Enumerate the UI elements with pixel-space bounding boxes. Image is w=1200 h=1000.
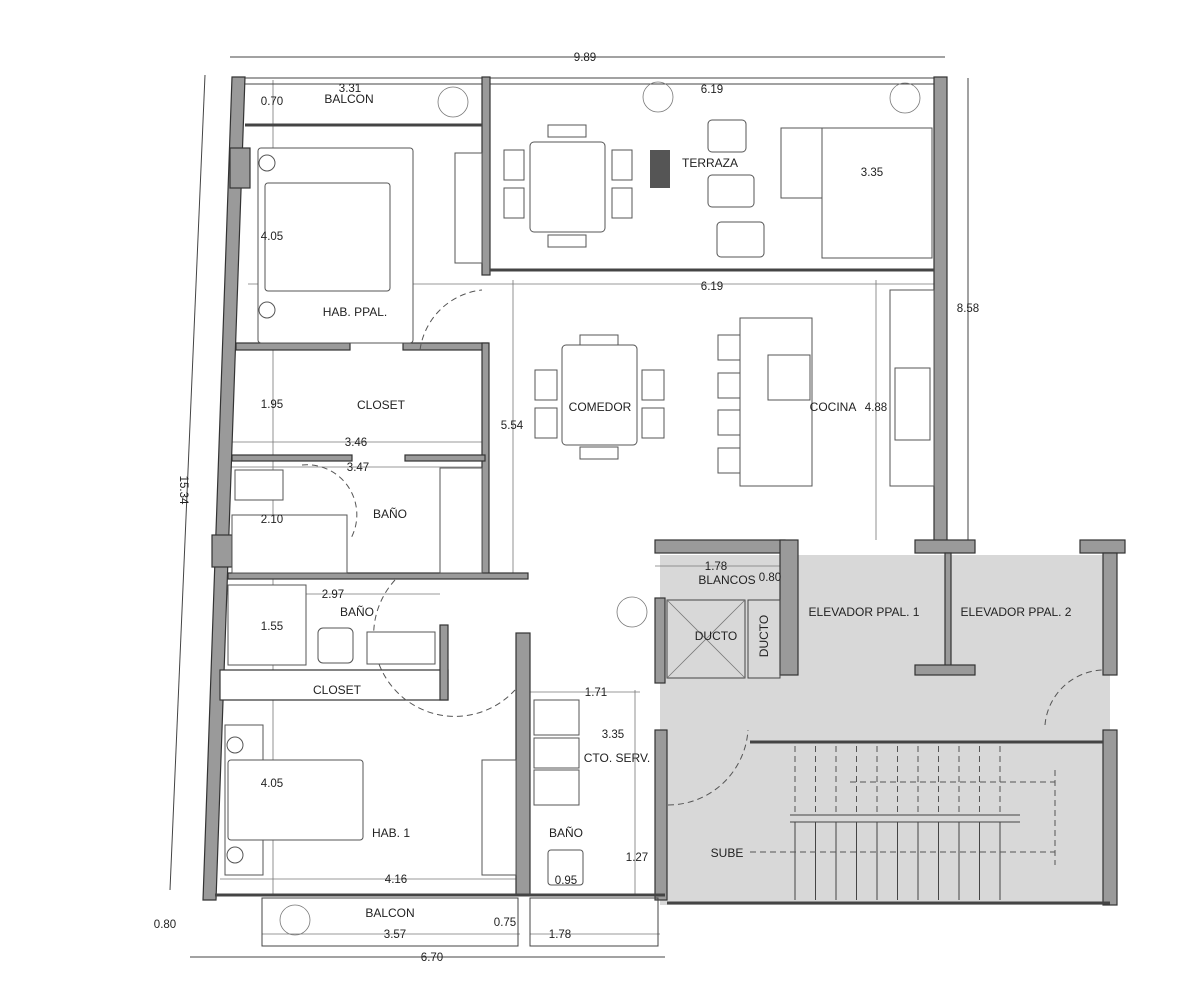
room-label: COMEDOR (569, 400, 632, 414)
dimension-label: 4.05 (261, 778, 283, 790)
room-label: BLANCOS (698, 573, 755, 587)
dimension-label: 3.35 (861, 167, 883, 179)
dimension-label: 1.55 (261, 621, 283, 633)
dimension-label: 1.78 (705, 561, 727, 573)
room-label: BAÑO (373, 507, 407, 521)
room-label: DUCTO (695, 629, 737, 643)
dimension-label: 4.88 (865, 402, 887, 414)
dimension-label: 1.95 (261, 399, 283, 411)
door-swings (301, 289, 1104, 806)
dimension-label: 3.35 (602, 729, 624, 741)
room-label: CLOSET (357, 398, 406, 412)
walls (202, 76, 1126, 947)
dimension-label: 1.27 (626, 852, 648, 864)
room-label: TERRAZA (682, 156, 738, 170)
dimension-label: 2.10 (261, 514, 283, 526)
dimension-label: 6.19 (701, 281, 723, 293)
dimension-label: 3.31 (339, 83, 361, 95)
room-label: CTO. SERV. (584, 751, 650, 765)
dimension-label: 8.58 (957, 303, 979, 315)
dimension-label: 2.97 (322, 589, 344, 601)
sofa (821, 127, 933, 259)
dimension-label: 5.54 (501, 420, 524, 432)
dimension-label: 0.75 (494, 917, 516, 929)
room-label: CLOSET (313, 683, 362, 697)
dimension-label: 1.78 (549, 929, 571, 941)
toilet (234, 469, 284, 501)
room-label: HAB. 1 (372, 826, 410, 840)
dimension-label: 6.70 (421, 952, 443, 964)
dimension-label: 3.47 (347, 462, 369, 474)
room-label: COCINA (810, 400, 857, 414)
dimension-label: 6.19 (701, 84, 723, 96)
right-exterior-wall (933, 76, 948, 551)
dimension-label: 0.80 (154, 919, 176, 931)
room-label: BALCON (365, 906, 414, 920)
dimension-label: 0.70 (261, 96, 283, 108)
room-label: SUBE (711, 846, 744, 860)
room-label: ELEVADOR PPAL. 2 (961, 605, 1072, 619)
room-label: DUCTO (757, 615, 771, 657)
dimension-label: 0.95 (555, 875, 577, 887)
room-label: BAÑO (340, 605, 374, 619)
room-label: BAÑO (549, 826, 583, 840)
dimension-label: 4.16 (385, 874, 407, 886)
dimension-labels: 9.89 15.34 6.70 0.80 8.58 3.31 0.70 6.19… (154, 52, 979, 964)
room-label: HAB. PPAL. (323, 305, 387, 319)
dimension-label: 15.34 (177, 476, 189, 505)
stairs (750, 740, 1103, 900)
kitchen-island (739, 317, 813, 487)
room-labels: BALCON TERRAZA HAB. PPAL. CLOSET COMEDOR… (313, 92, 1072, 920)
dimension-label: 3.57 (384, 929, 406, 941)
dining-table (561, 344, 638, 446)
room-label: ELEVADOR PPAL. 1 (809, 605, 920, 619)
terrace-table (529, 141, 606, 233)
dimension-label: 0.80 (759, 572, 781, 584)
left-exterior-wall (202, 76, 246, 901)
stove (767, 354, 811, 401)
furniture (224, 81, 935, 936)
room-label: BALCON (324, 92, 373, 106)
dimension-label: 1.71 (585, 687, 607, 699)
ducts (666, 599, 781, 679)
dimension-label: 3.46 (345, 437, 367, 449)
dimension-label: 9.89 (574, 52, 596, 64)
dimension-label: 4.05 (261, 231, 283, 243)
